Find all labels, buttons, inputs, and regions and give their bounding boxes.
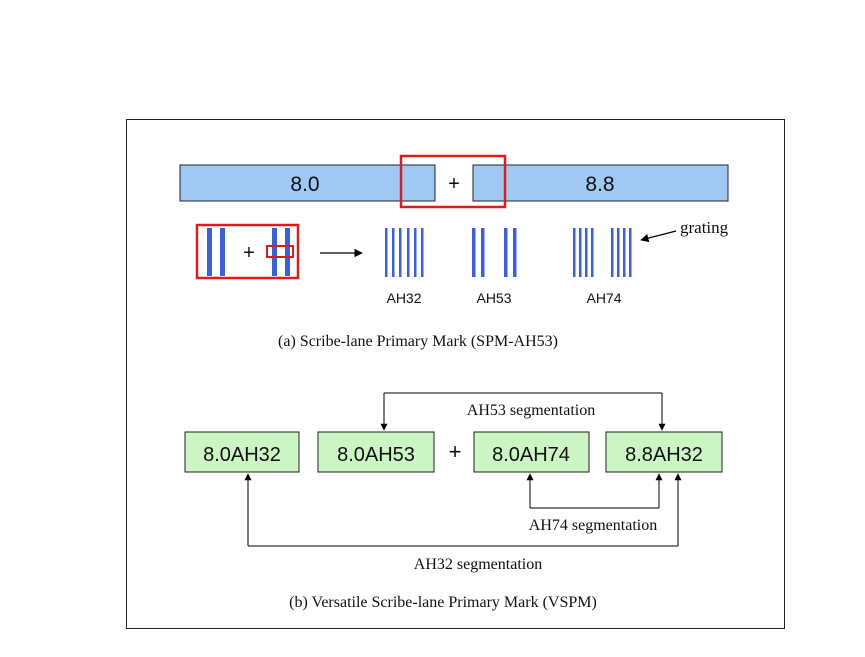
ah53-segmentation-label: AH53 segmentation <box>467 402 595 419</box>
vspm-box-1-label: 8.0AH32 <box>203 444 281 466</box>
vspm-box-2-label: 8.0AH53 <box>337 444 415 466</box>
vspm-box-4-label: 8.8AH32 <box>625 444 703 466</box>
grating-callout-label: grating <box>680 218 729 237</box>
spm-bar-plus: + <box>448 173 460 195</box>
detail-left-grating <box>207 228 225 276</box>
grating-ah74-label: AH74 <box>586 290 621 306</box>
figure-frame <box>126 119 785 629</box>
spm-bar-left <box>179 164 436 202</box>
ah74-segmentation-label: AH74 segmentation <box>529 517 657 534</box>
ah32-segmentation-label: AH32 segmentation <box>414 556 542 573</box>
caption-b: (b) Versatile Scribe-lane Primary Mark (… <box>289 594 597 611</box>
grating-ah32-label: AH32 <box>386 290 421 306</box>
vspm-box-1 <box>184 431 300 473</box>
detail-plus: + <box>243 242 255 264</box>
vspm-box-3-label: 8.0AH74 <box>492 444 570 466</box>
grating-ah74 <box>573 228 632 277</box>
vspm-box-2 <box>317 431 435 473</box>
vspm-box-4 <box>605 431 723 473</box>
spm-bar-left-label: 8.0 <box>290 173 319 196</box>
detail-highlight-box <box>195 223 300 280</box>
spm-center-highlight <box>399 154 507 209</box>
detail-right-grating <box>272 228 290 276</box>
spm-bar-right <box>472 164 729 202</box>
vspm-plus: + <box>449 439 462 464</box>
grating-callout-arrow <box>640 230 677 243</box>
grating-ah53 <box>472 228 517 277</box>
vspm-box-3 <box>473 431 590 473</box>
detail-inner-highlight <box>266 245 294 258</box>
grating-ah53-label: AH53 <box>476 290 511 306</box>
spm-bar-right-label: 8.8 <box>585 173 614 196</box>
grating-ah32 <box>385 228 424 277</box>
caption-a: (a) Scribe-lane Primary Mark (SPM-AH53) <box>278 333 558 350</box>
